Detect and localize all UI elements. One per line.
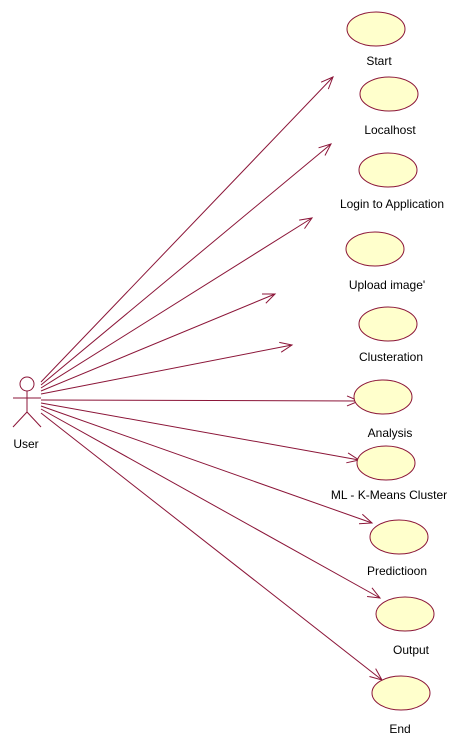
use-case-label: Upload image' (349, 278, 425, 292)
use-case-ellipse (345, 231, 405, 267)
use-case: Analysis (353, 379, 413, 440)
use-case: Output (375, 596, 435, 657)
use-case-label: Predictioon (367, 564, 427, 578)
use-case-ellipse (375, 596, 435, 632)
arrowhead (261, 293, 277, 304)
use-case-ellipse (358, 306, 418, 342)
use-case: Upload image' (345, 231, 425, 292)
arrowhead (299, 217, 314, 229)
use-case-ellipse (371, 675, 431, 711)
use-case-ellipse (356, 445, 416, 481)
use-case: ML - K-Means Cluster (331, 445, 447, 502)
arrowhead (367, 587, 382, 599)
use-case-label: Clusteration (359, 350, 423, 364)
use-case-ellipse (359, 76, 419, 112)
arrowhead (279, 341, 294, 353)
association-line (40, 76, 334, 383)
association-line (40, 408, 381, 599)
association-line (40, 399, 360, 402)
association-line (40, 293, 276, 392)
use-case: Login to Application (340, 152, 444, 211)
use-case-label: Login to Application (340, 197, 444, 211)
use-case-ellipse (369, 519, 429, 555)
association-line (40, 412, 383, 681)
use-case: Clusteration (358, 306, 423, 364)
association-line (40, 217, 313, 389)
use-case: Start (346, 11, 406, 68)
actor-head (19, 376, 35, 392)
use-case-label: End (389, 722, 410, 736)
actor-user: User (12, 376, 42, 451)
association-line (40, 143, 332, 386)
arrowhead (358, 513, 374, 525)
use-case-label: Localhost (364, 123, 416, 137)
use-case-label: ML - K-Means Cluster (331, 488, 447, 502)
use-case-label: Analysis (368, 426, 413, 440)
use-case: End (371, 675, 431, 736)
use-case: Predictioon (367, 519, 429, 578)
actor-right-leg (26, 411, 42, 428)
use-case-ellipse (358, 152, 418, 188)
association-line (40, 344, 293, 395)
use-case: Localhost (359, 76, 419, 137)
arrowhead (318, 143, 332, 156)
use-case-label: Start (366, 54, 392, 68)
actor-label: User (13, 437, 38, 451)
association-line (40, 402, 360, 461)
association-line (40, 405, 373, 524)
actor-left-leg (12, 411, 28, 428)
use-case-label: Output (393, 643, 430, 657)
use-case-ellipse (346, 11, 406, 47)
arrowhead (320, 76, 334, 90)
association-lines (40, 76, 384, 681)
use-case-ellipse (353, 379, 413, 415)
